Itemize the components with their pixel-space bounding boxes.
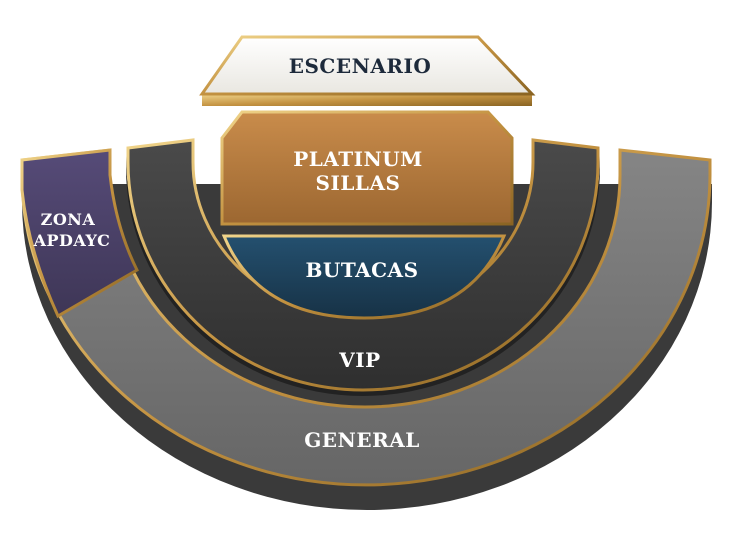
butacas-zone[interactable] (221, 234, 507, 320)
apdayc-zone[interactable] (20, 148, 139, 319)
general-zone[interactable] (20, 148, 712, 487)
stage-base (202, 94, 532, 106)
platinum-zone[interactable] (220, 110, 514, 226)
stage[interactable] (199, 35, 536, 96)
